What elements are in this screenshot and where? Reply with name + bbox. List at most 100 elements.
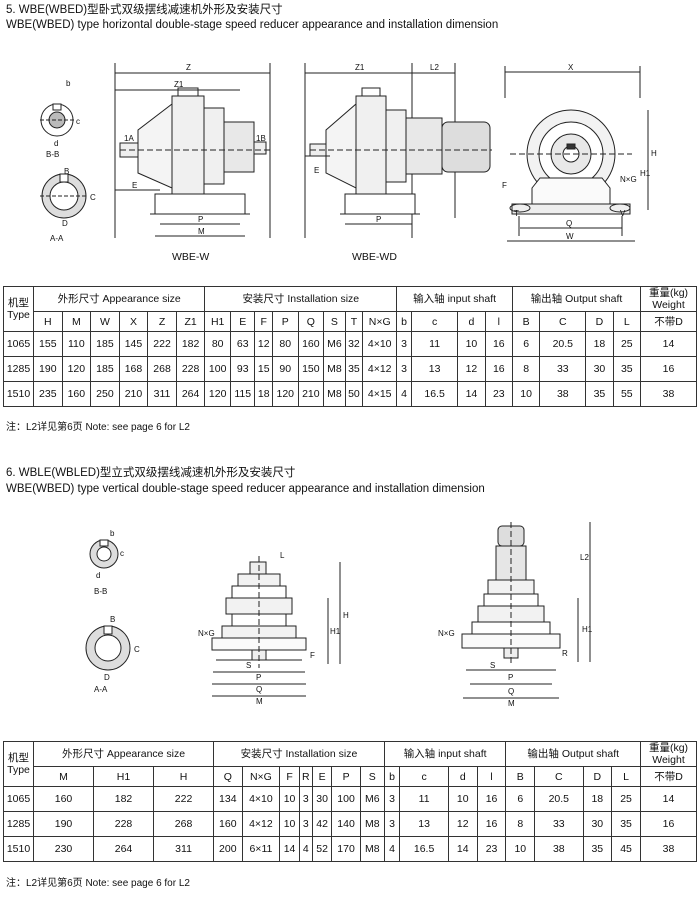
section6-title-en: WBE(WBED) type vertical double-stage spe…	[6, 483, 485, 495]
dim-1a: 1A	[124, 134, 134, 143]
table-cell: 55	[612, 381, 642, 407]
table-cell: 25	[611, 786, 641, 812]
dim-q-5: Q	[566, 219, 572, 228]
table-cell: 63	[229, 331, 256, 357]
table-cell: 1065	[3, 331, 34, 357]
table-cell: 13	[399, 811, 449, 837]
column-header: C	[534, 766, 584, 787]
column-header: S	[323, 311, 346, 332]
dim-l2-6: L2	[580, 553, 589, 562]
table-cell: 100	[204, 356, 231, 382]
table-cell: 30	[311, 786, 333, 812]
column-header: N×G	[241, 766, 281, 787]
dim-e-wbe-w: E	[132, 181, 137, 190]
table-cell: 33	[534, 811, 584, 837]
column-header: S	[359, 766, 385, 787]
table-cell: 35	[612, 356, 642, 382]
dim-p-6a: P	[256, 673, 261, 682]
column-header: M	[61, 311, 92, 332]
table-cell: 120	[61, 356, 92, 382]
table-cell: 120	[204, 381, 231, 407]
column-header: l	[484, 311, 514, 332]
dim-nxg-6a: N×G	[198, 629, 215, 638]
dim-c-5: c	[76, 117, 80, 126]
bb-label-5: B-B	[46, 150, 59, 159]
table-cell: 35	[585, 381, 614, 407]
dim-f-5: F	[502, 181, 507, 190]
table-cell: 93	[229, 356, 256, 382]
table-cell: 4×12	[362, 356, 398, 382]
dim-d-5: d	[54, 139, 58, 148]
dim-d-6: d	[96, 571, 100, 580]
column-header: F	[279, 766, 300, 787]
column-header: X	[118, 311, 149, 332]
column-header: Q	[213, 766, 243, 787]
column-header: d	[457, 311, 486, 332]
column-header: R	[298, 766, 313, 787]
table-cell: 10	[279, 786, 300, 812]
table-cell: 16	[476, 811, 507, 837]
column-header: Q	[297, 311, 325, 332]
table-cell: 264	[175, 381, 206, 407]
column-header: M	[32, 766, 95, 787]
dim-nxg-5: N×G	[620, 175, 637, 184]
dim-h: H	[651, 149, 657, 158]
output-shaft-header-6: 输出轴 Output shaft	[505, 741, 641, 767]
table-cell: 23	[476, 836, 507, 862]
table-cell: M8	[359, 836, 385, 862]
table-cell: 311	[153, 836, 215, 862]
dim-nxg-6b: N×G	[438, 629, 455, 638]
table-cell: 230	[32, 836, 95, 862]
table-cell: 52	[311, 836, 333, 862]
column-header: l	[476, 766, 507, 787]
dim-h1-6b: H1	[582, 625, 593, 634]
table-cell: 25	[612, 331, 642, 357]
table-cell: 160	[32, 786, 95, 812]
table-cell: 14	[457, 381, 486, 407]
section6-note: 注：L2详见第6页 Note: see page 6 for L2	[6, 878, 190, 889]
table-cell: 160	[213, 811, 243, 837]
aa-section-drawing	[40, 173, 88, 219]
table-cell: 16	[484, 356, 514, 382]
dim-c-6: c	[120, 549, 124, 558]
dim-bb-6: B	[110, 615, 115, 624]
installation-size-header: 安装尺寸 Installation size	[204, 286, 398, 312]
table-cell: 18	[254, 381, 273, 407]
dim-p-wd: P	[376, 215, 381, 224]
weight-header: 重量(kg) Weight	[640, 286, 697, 312]
table-cell: 235	[33, 381, 63, 407]
table-cell: 15	[254, 356, 273, 382]
dim-z1: Z1	[174, 80, 184, 89]
table-cell: 45	[611, 836, 641, 862]
table-cell: 13	[410, 356, 459, 382]
table-cell: 210	[118, 381, 149, 407]
dim-bb-5: B	[64, 167, 69, 176]
column-header: H	[153, 766, 215, 787]
column-header: C	[539, 311, 587, 332]
table-cell: 32	[344, 331, 364, 357]
table-cell: 110	[61, 331, 92, 357]
table-cell: 10	[505, 836, 536, 862]
column-header: H1	[93, 766, 155, 787]
table-cell: 23	[484, 381, 514, 407]
table-cell: 190	[33, 356, 63, 382]
column-header: H	[33, 311, 63, 332]
table-cell: 168	[118, 356, 149, 382]
table-cell: 14	[640, 331, 697, 357]
wbe-w-drawing	[114, 63, 272, 238]
dim-r-6b: R	[562, 649, 568, 658]
table-cell: 3	[396, 356, 412, 382]
dim-dd-5: D	[62, 219, 68, 228]
table-cell: 140	[331, 811, 361, 837]
table-cell: M6	[323, 331, 346, 357]
dim-m-6a: M	[256, 697, 263, 706]
table-cell: 1065	[3, 786, 34, 812]
table-cell: 20.5	[534, 786, 584, 812]
section5-title-en: WBE(WBED) type horizontal double-stage s…	[6, 19, 499, 31]
table-cell: 4×15	[362, 381, 398, 407]
front-view-drawing	[504, 66, 649, 242]
